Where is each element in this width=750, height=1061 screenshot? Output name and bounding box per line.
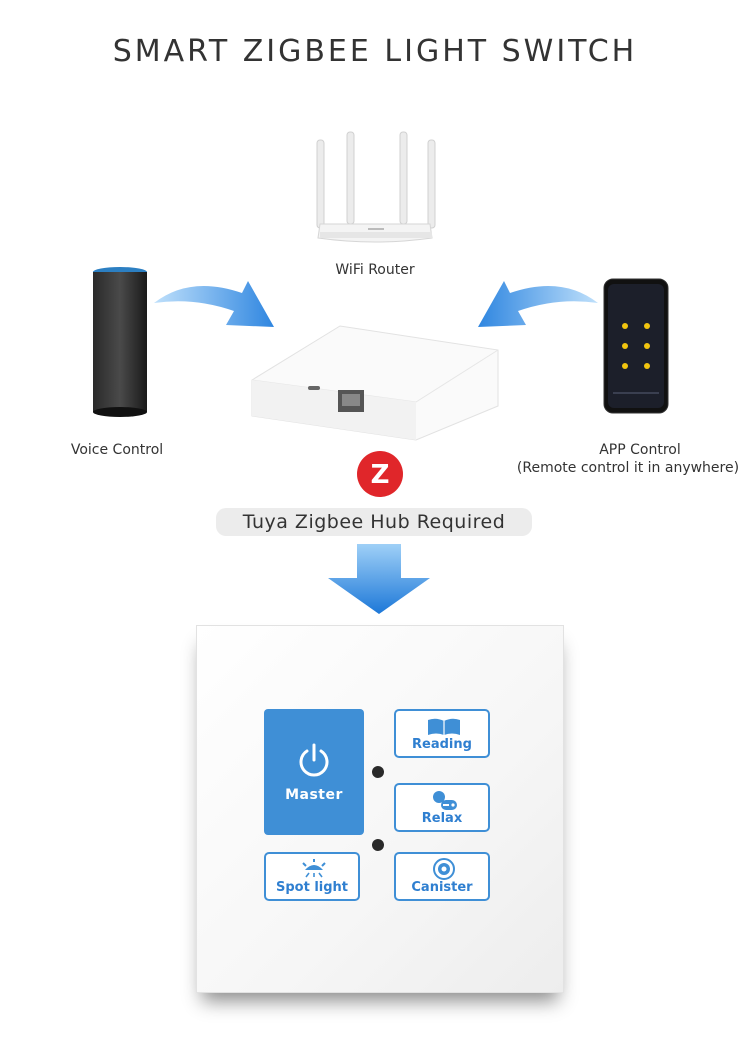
arrow-down-icon [328,544,430,614]
spotlight-icon [302,859,326,878]
reading-key-label: Reading [412,737,472,752]
relax-key-label: Relax [421,811,463,826]
hub-requirement-badge: Tuya Zigbee Hub Required [216,508,532,536]
master-key-button[interactable]: Master [264,709,364,835]
app-control-sublabel: (Remote control it in anywhere) [516,460,740,476]
reading-key-button[interactable]: Reading [394,709,490,758]
svg-text:Z: Z [371,460,390,490]
page-title: SMART ZIGBEE LIGHT SWITCH [112,34,638,69]
wifi-router-image [316,131,436,243]
master-key-label: Master [285,787,343,803]
arrow-right-curve-icon [478,281,598,327]
relax-key-button[interactable]: Relax [394,783,490,832]
indicator-dot [372,766,384,778]
smartphone-image [603,278,669,414]
book-icon [428,718,460,735]
zigbee-logo-icon: Z [357,451,403,497]
canister-key-button[interactable]: Canister [394,852,490,901]
canister-key-label: Canister [411,880,473,895]
gamepad-icon [433,791,457,810]
zigbee-hub-image [251,325,499,441]
switch-panel [196,625,564,993]
indicator-dot [372,839,384,851]
power-icon [299,743,329,777]
voice-control-label: Voice Control [70,442,164,458]
app-control-label: APP Control [599,442,681,458]
spot-light-key-button[interactable]: Spot light [264,852,360,901]
spot-light-key-label: Spot light [275,880,349,895]
arrow-left-curve-icon [154,281,274,327]
wifi-router-label: WiFi Router [335,262,415,278]
canister-icon [433,858,455,880]
smart-speaker-image [93,267,147,417]
